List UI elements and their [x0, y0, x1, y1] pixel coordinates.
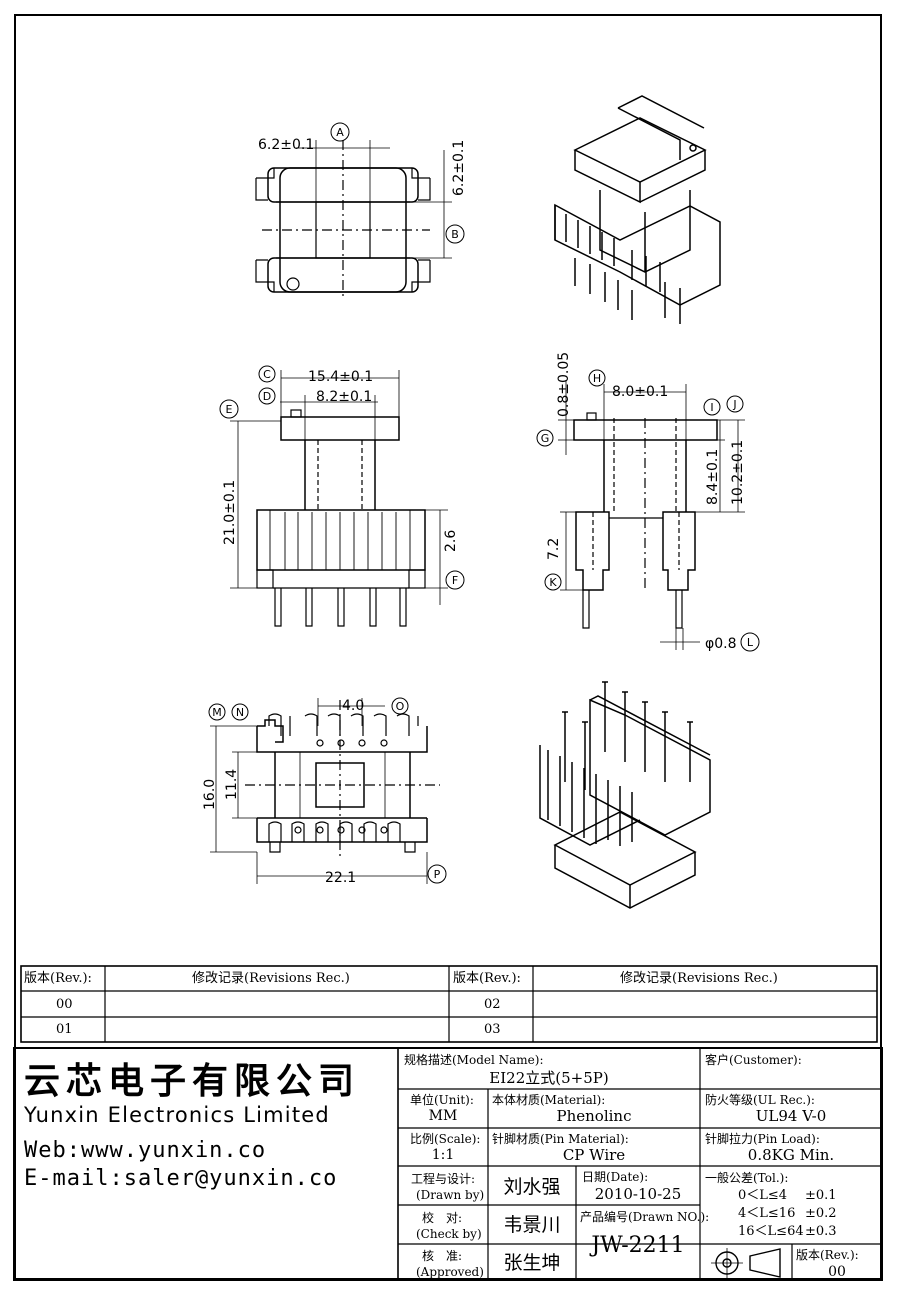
marker-e: E [226, 403, 233, 416]
dim-front-overall-w: 15.4±0.1 [308, 369, 373, 385]
dim-top-w: 6.2±0.1 [258, 137, 314, 153]
marker-m: M [212, 706, 222, 719]
marker-letters: A B C D E F G H I J K L M N O P [212, 126, 754, 881]
dim-side-flange-t: 0.8±0.05 [556, 352, 572, 417]
marker-k: K [549, 576, 557, 589]
drawn-by-label-en: (Drawn by) [416, 1188, 485, 1202]
bottom-view [208, 697, 447, 884]
tolerance-label: 一般公差(Tol.): [705, 1171, 789, 1185]
rev-value: 00 [828, 1264, 846, 1280]
date-label: 日期(Date): [582, 1170, 649, 1184]
tol-range-1: 0＜L≤4 [738, 1188, 788, 1203]
dim-front-h: 21.0±0.1 [222, 480, 238, 545]
dim-bottom-w: 22.1 [325, 870, 356, 886]
rec-header-right: 修改记录(Revisions Rec.) [620, 971, 778, 986]
marker-d: D [263, 390, 271, 403]
rec-header-left: 修改记录(Revisions Rec.) [192, 971, 350, 986]
marker-i: I [710, 401, 713, 414]
tol-value-2: ±0.2 [805, 1206, 837, 1221]
rev-row-02: 02 [484, 997, 501, 1012]
dim-front-pin-len: 2.6 [443, 530, 459, 552]
check-by-label-cn: 校 对: [422, 1211, 463, 1225]
unit-label: 单位(Unit): [410, 1093, 474, 1107]
ul-value: UL94 V-0 [755, 1107, 827, 1125]
dim-side-base-h: 7.2 [546, 538, 562, 560]
tol-range-3: 16＜L≤64 [738, 1224, 804, 1239]
marker-n: N [236, 706, 244, 719]
drawn-no-value: JW-2211 [591, 1233, 685, 1258]
dim-side-h1: 8.4±0.1 [705, 449, 721, 505]
pin-load-label: 针脚拉力(Pin Load): [705, 1132, 820, 1146]
rev-label: 版本(Rev.): [796, 1248, 859, 1262]
marker-b: B [451, 228, 459, 241]
material-value: Phenolinc [556, 1107, 632, 1125]
scale-value: 1:1 [431, 1147, 455, 1163]
dim-side-h2: 10.2±0.1 [730, 440, 746, 505]
unit-value: MM [428, 1108, 458, 1124]
front-view [219, 365, 465, 627]
rev-row-03: 03 [484, 1022, 501, 1037]
dim-bottom-h-outer: 16.0 [202, 779, 218, 810]
date-value: 2010-10-25 [594, 1185, 682, 1203]
pin-load-value: 0.8KG Min. [747, 1146, 835, 1164]
approved-label-en: (Approved) [416, 1265, 484, 1279]
dim-front-inner-w: 8.2±0.1 [316, 389, 372, 405]
marker-g: G [541, 432, 550, 445]
approved-label-cn: 核 准: [422, 1249, 463, 1263]
dim-bottom-pitch: 4.0 [342, 698, 364, 714]
marker-l: L [747, 636, 754, 649]
dim-pin-dia: φ0.8 [705, 636, 737, 652]
marker-o: O [396, 700, 405, 713]
drawn-by-label-cn: 工程与设计: [411, 1172, 476, 1186]
dimension-texts: 6.2±0.1 6.2±0.1 15.4±0.1 8.2±0.1 21.0±0.… [202, 137, 746, 886]
tol-value-3: ±0.3 [805, 1224, 837, 1239]
drawn-no-label: 产品编号(Drawn NO.): [580, 1210, 710, 1224]
material-label: 本体材质(Material): [492, 1093, 606, 1107]
marker-a: A [336, 126, 344, 139]
customer-label: 客户(Customer): [705, 1053, 802, 1067]
revision-table-grid [20, 965, 878, 1043]
isometric-view-bottom [539, 681, 711, 909]
company-name-en: Yunxin Electronics Limited [24, 1103, 330, 1127]
ul-label: 防火等级(UL Rec.): [705, 1093, 815, 1107]
tol-range-2: 4＜L≤16 [738, 1206, 796, 1221]
pin-material-label: 针脚材质(Pin Material): [492, 1132, 629, 1146]
marker-p: P [434, 868, 441, 881]
projection-symbol-icon [711, 1248, 781, 1278]
model-name-label: 规格描述(Model Name): [404, 1053, 544, 1067]
model-name-value: EI22立式(5+5P) [489, 1069, 609, 1087]
check-by-value: 韦景川 [503, 1214, 561, 1236]
company-email: E-mail:saler@yunxin.co [24, 1166, 338, 1191]
check-by-label-en: (Check by) [416, 1227, 482, 1241]
company-name-cn: 云芯电子有限公司 [24, 1061, 361, 1102]
rev-header-left: 版本(Rev.): [24, 971, 92, 986]
drawn-by-value: 刘水强 [503, 1176, 561, 1198]
marker-c: C [263, 368, 271, 381]
dim-side-w: 8.0±0.1 [612, 384, 668, 400]
marker-j: J [732, 398, 736, 411]
rev-row-00: 00 [56, 997, 73, 1012]
dim-top-h: 6.2±0.1 [451, 140, 467, 196]
top-view [255, 122, 465, 300]
scale-label: 比例(Scale): [410, 1132, 481, 1146]
tol-value-1: ±0.1 [805, 1188, 837, 1203]
rev-row-01: 01 [56, 1022, 73, 1037]
approved-value: 张生坤 [503, 1252, 561, 1274]
pin-material-value: CP Wire [562, 1146, 626, 1164]
isometric-view-top [554, 95, 721, 324]
marker-f: F [452, 574, 458, 587]
rev-header-right: 版本(Rev.): [453, 971, 521, 986]
company-web: Web:www.yunxin.co [24, 1138, 267, 1163]
side-view [536, 369, 760, 652]
marker-h: H [593, 372, 601, 385]
title-block-grid [13, 1047, 883, 1281]
dim-bottom-h-inner: 11.4 [224, 769, 240, 800]
